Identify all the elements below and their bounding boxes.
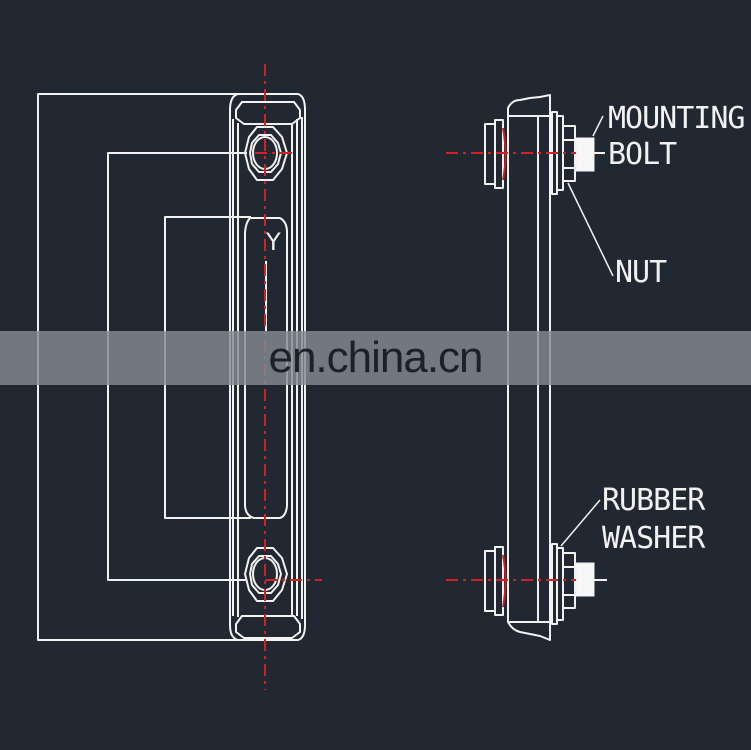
top-bolt-thread bbox=[575, 137, 595, 172]
watermark-band bbox=[0, 331, 751, 385]
bottom-bolt-thread bbox=[575, 562, 595, 597]
label-bolt: BOLT bbox=[608, 137, 677, 172]
label-rubber: RUBBER bbox=[602, 483, 706, 518]
bottom-right-fitting bbox=[551, 543, 607, 625]
sight-window bbox=[244, 217, 288, 519]
rubber-washer-leader bbox=[560, 499, 601, 547]
mounting-bolt-leader bbox=[592, 115, 604, 137]
gauge-body-outline bbox=[229, 93, 306, 641]
side-view: MOUNTING BOLT NUT RUBBER WASHER bbox=[446, 94, 746, 641]
front-view: Y bbox=[37, 64, 322, 690]
axis-letter-y: Y bbox=[265, 228, 281, 256]
top-cap bbox=[235, 101, 301, 125]
label-mounting: MOUNTING bbox=[608, 101, 745, 136]
nut-leader bbox=[567, 182, 614, 277]
bottom-cap bbox=[235, 615, 301, 639]
label-nut: NUT bbox=[615, 255, 667, 290]
side-top-cap bbox=[507, 94, 551, 119]
side-bottom-cap bbox=[506, 620, 551, 641]
label-washer: WASHER bbox=[602, 521, 706, 556]
top-right-fitting bbox=[551, 111, 605, 195]
watermark-text: en.china.cn bbox=[268, 333, 483, 382]
